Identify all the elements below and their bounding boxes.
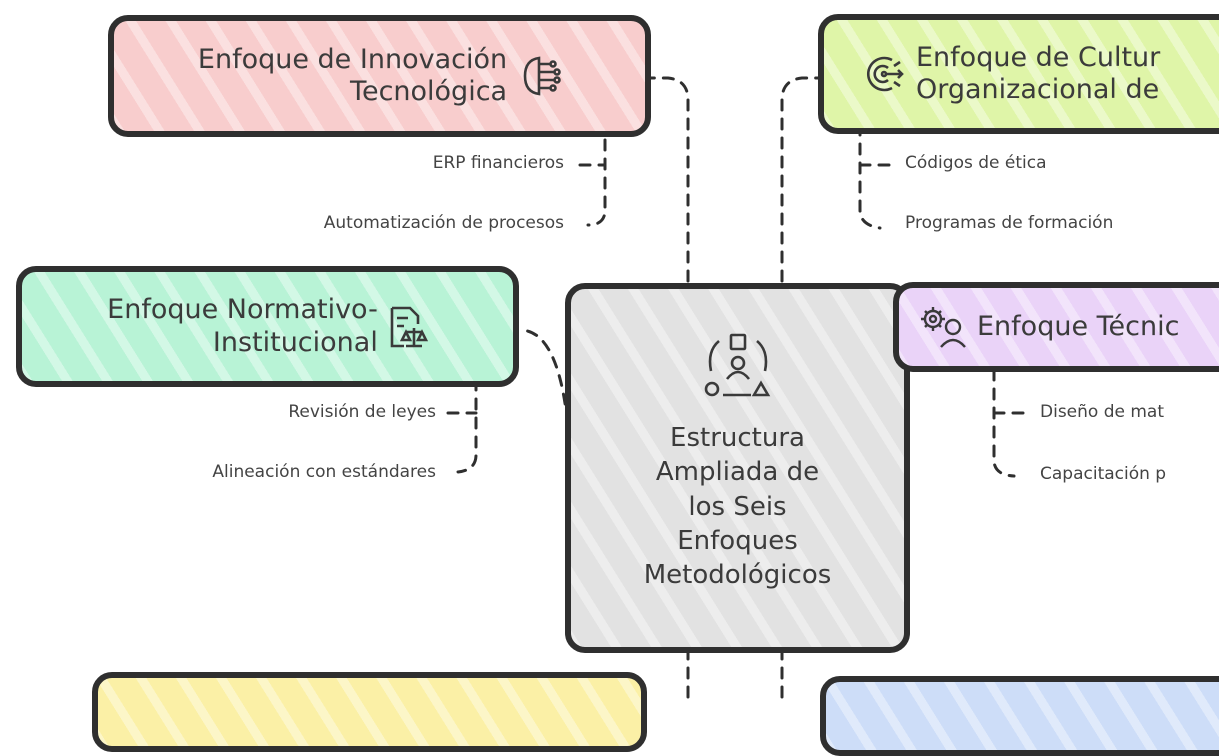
people-network-icon — [704, 333, 770, 397]
node-cultura-label-line1: Enfoque de Cultur — [916, 41, 1161, 73]
node-tecnico-label: Enfoque Técnic — [977, 310, 1180, 342]
leaf-codigos-etica: Códigos de ética — [905, 153, 1047, 173]
leaf-diseno-mat: Diseño de mat — [1040, 402, 1165, 422]
connector-center-cultura — [780, 76, 822, 302]
circuit-head-icon — [523, 56, 561, 96]
diagram-canvas: Estructura Ampliada de los Seis Enfoques… — [16, 14, 1219, 756]
leaf-alineacion-estandares: Alineación con estándares — [212, 462, 436, 482]
target-arrows-icon — [866, 56, 904, 92]
node-tecnico: Enfoque Técnic — [893, 282, 1219, 372]
connector-innovacion-children — [586, 138, 607, 227]
node-cultura: Enfoque de Cultur Organizacional de — [818, 14, 1219, 134]
connector-cultura-children — [858, 123, 882, 230]
node-innovacion-label-line2: Tecnológica — [350, 76, 508, 107]
node-cultura-label-line2: Organizacional de — [916, 74, 1160, 105]
node-normativo-label-line2: Institucional — [212, 326, 378, 358]
node-innovacion-label-line1: Enfoque de Innovación — [197, 43, 508, 75]
connector-tecnico-children — [992, 368, 1016, 478]
node-bottom-left — [92, 672, 647, 752]
leaf-erp-financieros: ERP financieros — [432, 153, 564, 173]
node-normativo: Enfoque Normativo- Institucional — [16, 266, 519, 387]
node-bottom-right — [820, 676, 1219, 756]
leaf-automatizacion-procesos: Automatización de procesos — [323, 213, 564, 233]
connector-center-innovacion — [648, 76, 690, 302]
center-node: Estructura Ampliada de los Seis Enfoques… — [565, 283, 910, 653]
gears-person-icon — [921, 307, 966, 348]
node-normativo-label-line1: Enfoque Normativo- — [107, 294, 378, 326]
node-innovacion: Enfoque de Innovación Tecnológica — [108, 15, 651, 137]
document-scales-icon — [390, 306, 428, 347]
leaf-capacitacion: Capacitación p — [1040, 464, 1167, 484]
center-label: Estructura Ampliada de los Seis Enfoques… — [643, 423, 832, 591]
leaf-revision-leyes: Revisión de leyes — [288, 402, 436, 422]
connector-normativo-children — [456, 378, 478, 474]
leaf-programas-formacion: Programas de formación — [905, 213, 1114, 233]
